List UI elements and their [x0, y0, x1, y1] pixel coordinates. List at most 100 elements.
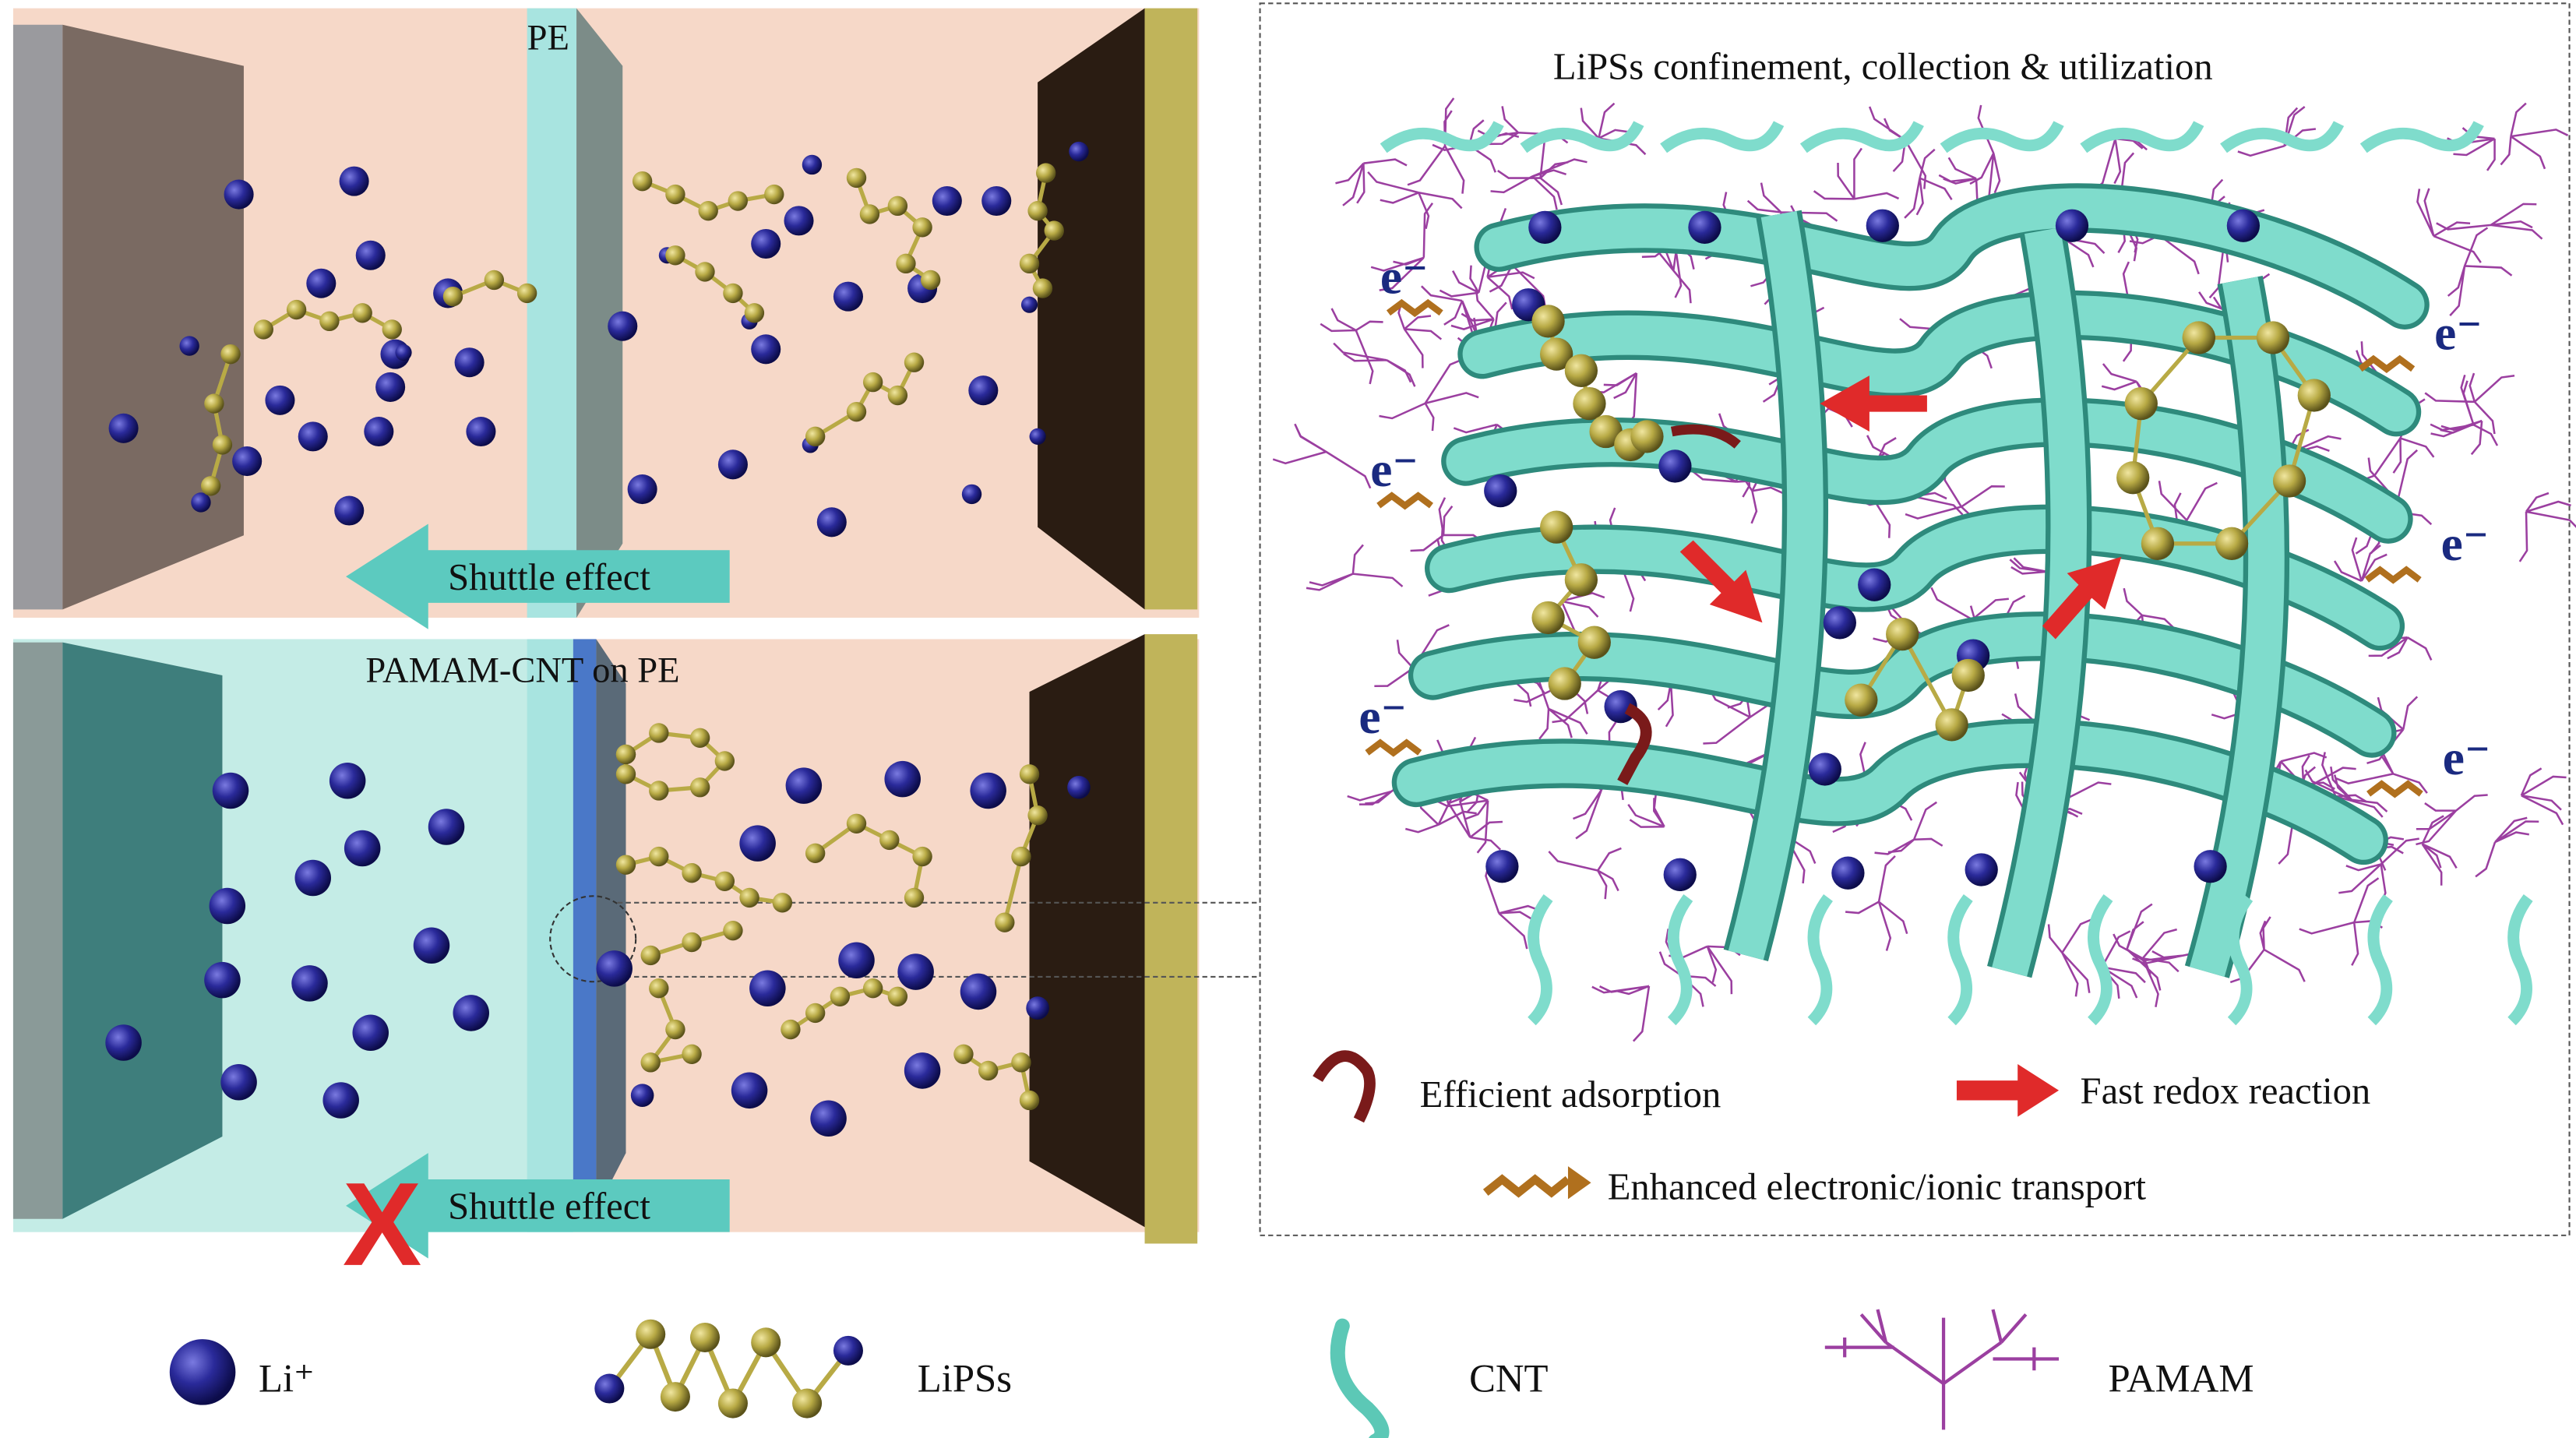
li-ion — [784, 206, 814, 236]
li-ion — [731, 1072, 768, 1109]
pamam-branch — [1590, 372, 1638, 428]
electron-label: e⁻ — [1358, 689, 1407, 744]
sulfur-atom — [1019, 1090, 1040, 1111]
pamam-branch — [1548, 847, 1622, 900]
cnt-strand — [1947, 893, 1973, 1026]
pamam-branch — [2500, 102, 2569, 170]
right-current-collector — [1144, 634, 1198, 1244]
pamam-branch — [1497, 131, 1569, 206]
sulfur-atom — [904, 887, 925, 908]
pamam-branch — [1306, 544, 1404, 591]
sulfur-atom — [1032, 278, 1053, 298]
cnt-strand — [1807, 893, 1834, 1026]
sulfur-atom — [772, 893, 793, 913]
pamam-branch — [2424, 372, 2515, 435]
li-ion — [1020, 296, 1038, 313]
sulfur-atom — [887, 196, 908, 217]
pamam-branch — [2416, 188, 2482, 263]
electron-label: e⁻ — [2434, 305, 2483, 360]
pamam-branch — [1746, 182, 1838, 269]
redox-legend-label: Fast redox reaction — [2081, 1070, 2371, 1112]
lipss-bond — [209, 353, 233, 487]
sulfur-atom — [682, 863, 702, 883]
pamam-branch — [2355, 485, 2433, 555]
transport-arrow — [1386, 298, 1443, 318]
li-ion — [1965, 853, 1998, 886]
sulfur-atom — [879, 830, 900, 851]
li-ion — [904, 1052, 941, 1089]
pamam-branch — [2338, 837, 2419, 906]
cnt-tube — [1413, 616, 2392, 753]
pamam-branch — [1813, 147, 1900, 200]
cnt-strand — [1667, 893, 1693, 1026]
mechanism-panel: e⁻e⁻e⁻e⁻e⁻e⁻ LiPSs confinement, collecti… — [1259, 2, 2576, 1236]
shuttle-arrow — [346, 1153, 730, 1259]
sulfur-atom — [2124, 386, 2158, 421]
electron-label: e⁻ — [1380, 248, 1429, 304]
pamam-branch — [1407, 97, 1465, 194]
cnt-strand — [1799, 121, 1924, 153]
sulfur-atom — [887, 986, 908, 1006]
pamam-branch — [1845, 855, 1908, 951]
separator-side — [596, 639, 626, 1211]
li-ion — [932, 185, 962, 217]
sulfur-atom — [714, 751, 735, 771]
li-ion — [627, 474, 657, 505]
sulfur-atom — [253, 319, 273, 340]
transport-legend-arrowhead — [1567, 1166, 1591, 1200]
sulfur-atom — [649, 978, 669, 999]
pamam-branch — [1868, 106, 1927, 189]
sulfur-atom — [649, 723, 669, 743]
li-ion — [838, 942, 875, 979]
li-ion — [751, 334, 781, 365]
li-ion — [785, 767, 823, 804]
sulfur-atom — [516, 283, 537, 304]
sulfur-atom — [887, 385, 908, 406]
pe-separator-side — [576, 8, 623, 618]
sulfur-atom — [442, 286, 463, 307]
pamam-branch — [2113, 928, 2180, 1007]
li-ion — [884, 760, 921, 798]
li-ion — [322, 1082, 359, 1119]
li-ion — [204, 961, 241, 999]
sulfur-atom — [1531, 601, 1565, 635]
sulfur-atom — [862, 978, 883, 999]
sulfur-atom — [2116, 461, 2150, 495]
pamam-branch — [1514, 646, 1589, 714]
li-ion — [334, 495, 365, 526]
li-ion — [395, 344, 412, 361]
pamam-branch — [2047, 918, 2094, 997]
pamam-branch — [1397, 300, 1443, 368]
sulfur-atom — [615, 855, 636, 875]
sulfur-atom — [1027, 805, 1048, 826]
sulfur-atom — [1044, 220, 1064, 241]
li-ion — [981, 185, 1012, 217]
cnt-strand — [2507, 893, 2533, 1026]
transport-arrow — [1376, 492, 1433, 510]
sulfur-atom — [1564, 563, 1598, 597]
sulfur-atom — [2297, 379, 2331, 412]
li-ion — [191, 492, 211, 513]
li-ion — [298, 421, 328, 452]
pamam-branch — [1669, 945, 1741, 995]
left-current-collector — [12, 24, 63, 610]
pamam-branch — [1320, 308, 1383, 385]
sulfur-atom — [904, 352, 925, 372]
pamam-branch — [2447, 227, 2513, 316]
li-ion — [833, 281, 863, 312]
li-ion — [2226, 209, 2261, 242]
left-electrode — [62, 24, 244, 610]
sulfur-atom — [728, 191, 748, 211]
cnt-strand — [1940, 121, 2064, 153]
pamam-branch — [2294, 752, 2384, 818]
sulfur-atom — [695, 262, 715, 282]
sulfur-atom — [1011, 1052, 1031, 1073]
sulfur-atom — [649, 846, 669, 867]
li-ion — [1831, 856, 1865, 890]
sulfur-atom — [2272, 464, 2306, 498]
li-ion — [810, 1100, 847, 1137]
electron-label: e⁻ — [1370, 442, 1418, 497]
cnt-strand — [2220, 121, 2345, 153]
pamam-branch — [1591, 985, 1651, 1042]
blocked-x-mark: X — [343, 1158, 422, 1291]
